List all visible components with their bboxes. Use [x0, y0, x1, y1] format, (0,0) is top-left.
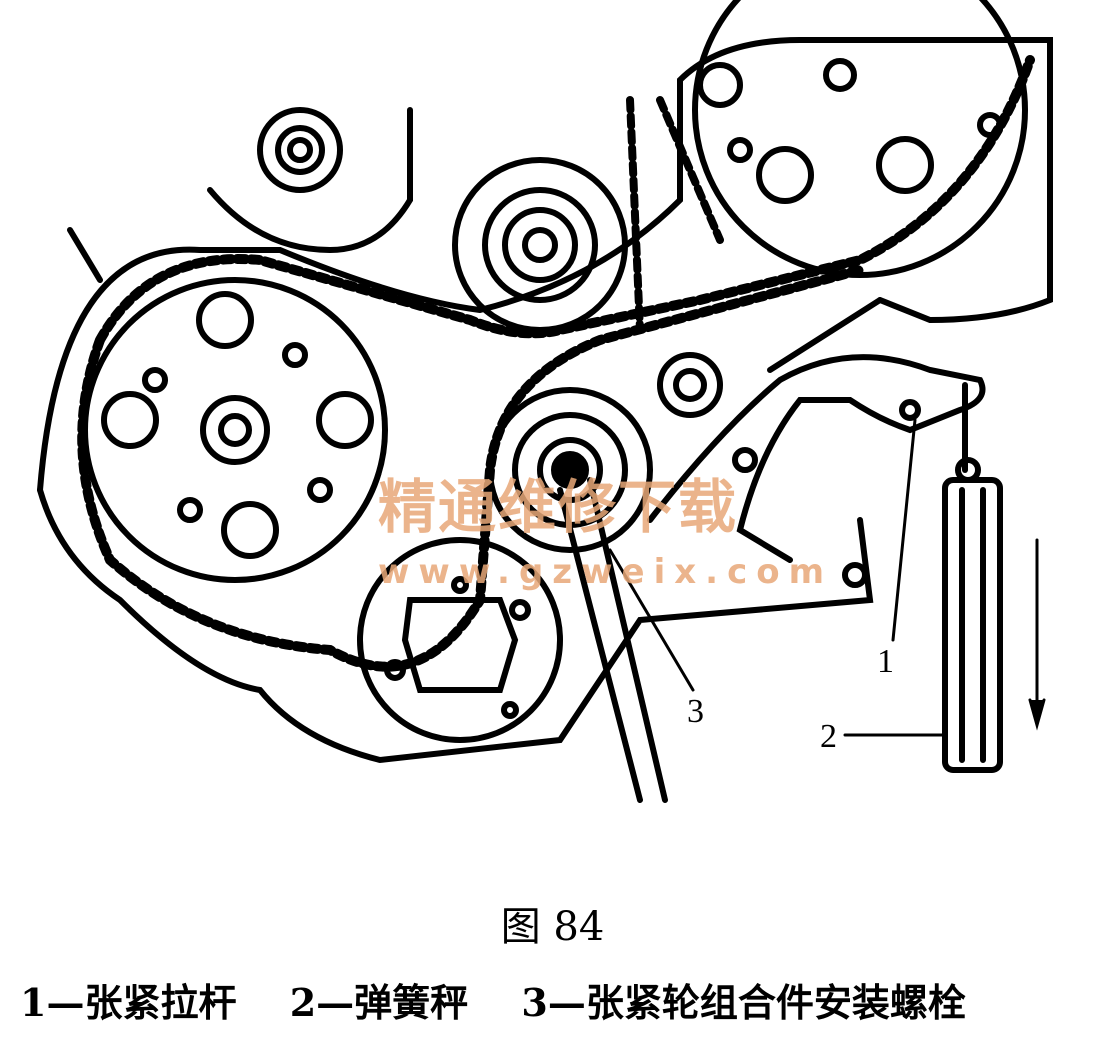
camshaft-sprocket-left: [82, 277, 388, 583]
camshaft-sprocket-right: [692, 0, 1028, 278]
engine-housing-outline: [37, 37, 1053, 764]
figure-legend: 1—张紧拉杆 2—弹簧秤 3—张紧轮组合件安装螺栓: [20, 982, 1006, 1024]
small-pulley: [257, 107, 343, 193]
leader-lines: [608, 418, 947, 737]
spring-scale: [942, 382, 1003, 773]
callout-3: 3: [687, 693, 704, 730]
timing-belt-tension-diagram: [37, 0, 1053, 803]
crankshaft-pulley: [357, 537, 563, 743]
wrench-bar: [557, 477, 668, 803]
watermark-url: www.gzweix.com: [378, 552, 834, 592]
tensioner-pulley: [487, 352, 723, 553]
legend-item-1: 1—张紧拉杆: [20, 980, 237, 1025]
belt-right-strand: [626, 96, 724, 334]
legend-item-3: 3—张紧轮组合件安装螺栓: [521, 980, 966, 1025]
callout-2: 2: [820, 718, 837, 755]
watermark-title: 精通维修下载: [378, 473, 739, 541]
pull-direction-arrow: [1028, 538, 1046, 731]
figure-number: 图 84: [500, 904, 605, 950]
callout-1: 1: [877, 643, 894, 680]
idler-pulley: [452, 157, 628, 333]
legend-item-2: 2—弹簧秤: [289, 980, 469, 1025]
tensioner-lever: [647, 297, 986, 588]
